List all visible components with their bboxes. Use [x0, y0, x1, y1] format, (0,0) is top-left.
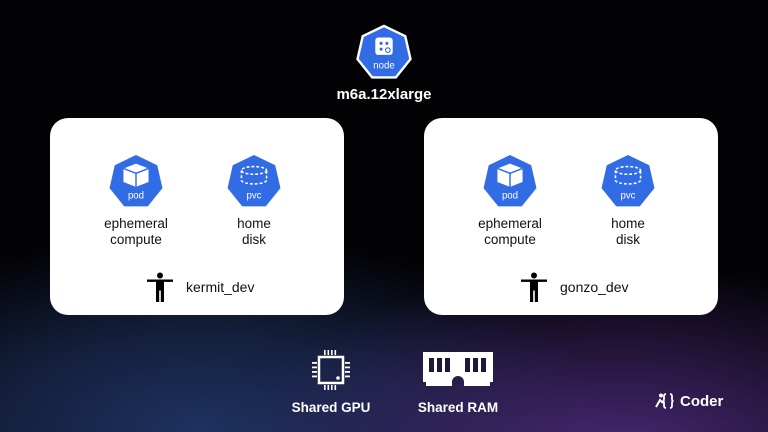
brand-name: Coder [680, 392, 724, 410]
person-icon [147, 272, 173, 302]
pod-badge: pod [502, 190, 518, 201]
node-badge: node [373, 60, 394, 71]
person-icon [521, 272, 547, 302]
coder-logo-icon [655, 393, 674, 409]
resource-label-line2: compute [110, 232, 162, 247]
pvc-resource: pvc home disk [573, 154, 683, 248]
resource-label-line1: home [611, 216, 645, 231]
workspace-card-kermit: pod ephemeral compute pvc home disk kerm… [50, 118, 344, 315]
shared-ram-label: Shared RAM [417, 400, 499, 415]
kubernetes-pvc-icon: pvc [601, 154, 655, 207]
resource-label: home disk [199, 216, 309, 248]
shared-ram: Shared RAM [410, 348, 506, 415]
pvc-resource: pvc home disk [199, 154, 309, 248]
pod-badge: pod [128, 190, 144, 201]
workspace-card-gonzo: pod ephemeral compute pvc home disk gonz… [424, 118, 718, 315]
resource-label-line2: compute [484, 232, 536, 247]
pvc-badge: pvc [246, 190, 261, 201]
kubernetes-node-icon: node [356, 24, 412, 79]
resource-label-line2: disk [241, 232, 266, 247]
resource-label: home disk [573, 216, 683, 248]
coder-brand: Coder [654, 392, 723, 410]
resource-label-line2: disk [615, 232, 640, 247]
pvc-badge: pvc [620, 190, 635, 201]
resource-label: ephemeral compute [81, 216, 191, 248]
resource-label-line1: ephemeral [104, 216, 168, 231]
resource-label-line1: home [237, 216, 271, 231]
owner-name: gonzo_dev [560, 279, 629, 295]
resource-label-line1: ephemeral [478, 216, 542, 231]
workspace-owner: gonzo_dev [520, 272, 629, 302]
kubernetes-pvc-icon: pvc [227, 154, 281, 207]
pod-resource: pod ephemeral compute [81, 154, 191, 248]
workspace-owner: kermit_dev [146, 272, 254, 302]
kubernetes-pod-icon: pod [109, 154, 163, 207]
gpu-chip-icon [312, 350, 350, 390]
shared-gpu: Shared GPU [285, 348, 377, 415]
shared-gpu-label: Shared GPU [291, 400, 371, 415]
kubernetes-pod-icon: pod [483, 154, 537, 207]
resource-label: ephemeral compute [455, 216, 565, 248]
ram-module-icon [423, 352, 493, 386]
pod-resource: pod ephemeral compute [455, 154, 565, 248]
owner-name: kermit_dev [186, 279, 255, 295]
node-instance-type: m6a.12xlarge [336, 86, 432, 103]
node: node [354, 24, 414, 87]
